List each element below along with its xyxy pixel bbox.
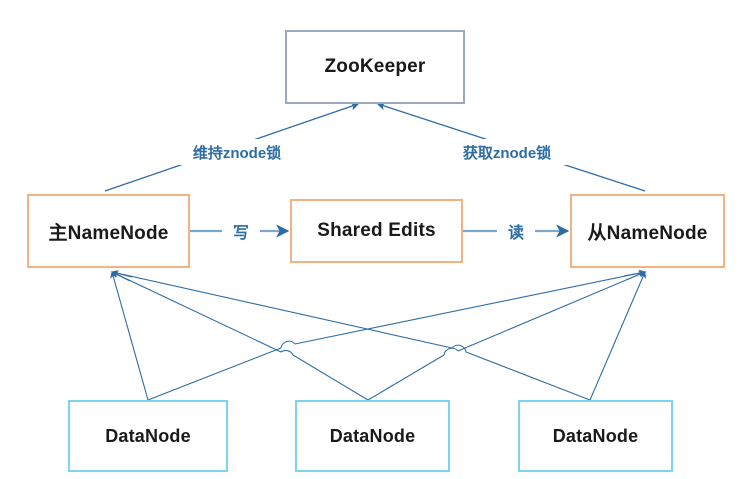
edge-label-write: 写 (222, 218, 260, 244)
node-shared-edits-label: Shared Edits (317, 220, 436, 241)
node-zookeeper-label: ZooKeeper (324, 56, 426, 77)
edge-datanode2-to-standby-namenode (367, 271, 646, 401)
node-datanode-2[interactable]: DataNode (295, 400, 450, 472)
node-shared-edits[interactable]: Shared Edits (290, 199, 463, 263)
edge-datanode3-to-standby-namenode (589, 271, 646, 401)
edge-label-read-text: 读 (507, 225, 524, 242)
node-active-namenode-label: 主NameNode (48, 222, 169, 244)
node-datanode-3-label: DataNode (552, 425, 639, 446)
edge-label-acquire-znode-lock-text: 获取znode锁 (462, 144, 552, 162)
edge-label-maintain-znode-lock-text: 维持znode锁 (192, 144, 282, 162)
edge-datanode1-to-active-namenode (110, 270, 149, 401)
node-datanode-1[interactable]: DataNode (68, 400, 228, 472)
node-standby-namenode[interactable]: 从NameNode (570, 194, 725, 268)
edge-label-maintain-znode-lock: 维持znode锁 (172, 139, 302, 165)
node-zookeeper[interactable]: ZooKeeper (285, 30, 465, 104)
node-datanode-1-label: DataNode (105, 425, 191, 446)
edge-label-read: 读 (497, 218, 535, 244)
edge-datanode2-to-active-namenode (111, 271, 369, 401)
node-active-namenode[interactable]: 主NameNode (27, 194, 190, 268)
edge-label-acquire-znode-lock: 获取znode锁 (442, 139, 572, 165)
node-datanode-2-label: DataNode (329, 425, 416, 446)
node-standby-namenode-label: 从NameNode (587, 222, 708, 244)
edge-label-write-text: 写 (232, 225, 249, 242)
edge-datanode1-to-standby-namenode (147, 269, 647, 401)
edge-datanode3-to-active-namenode (110, 270, 591, 401)
node-datanode-3[interactable]: DataNode (518, 400, 673, 472)
